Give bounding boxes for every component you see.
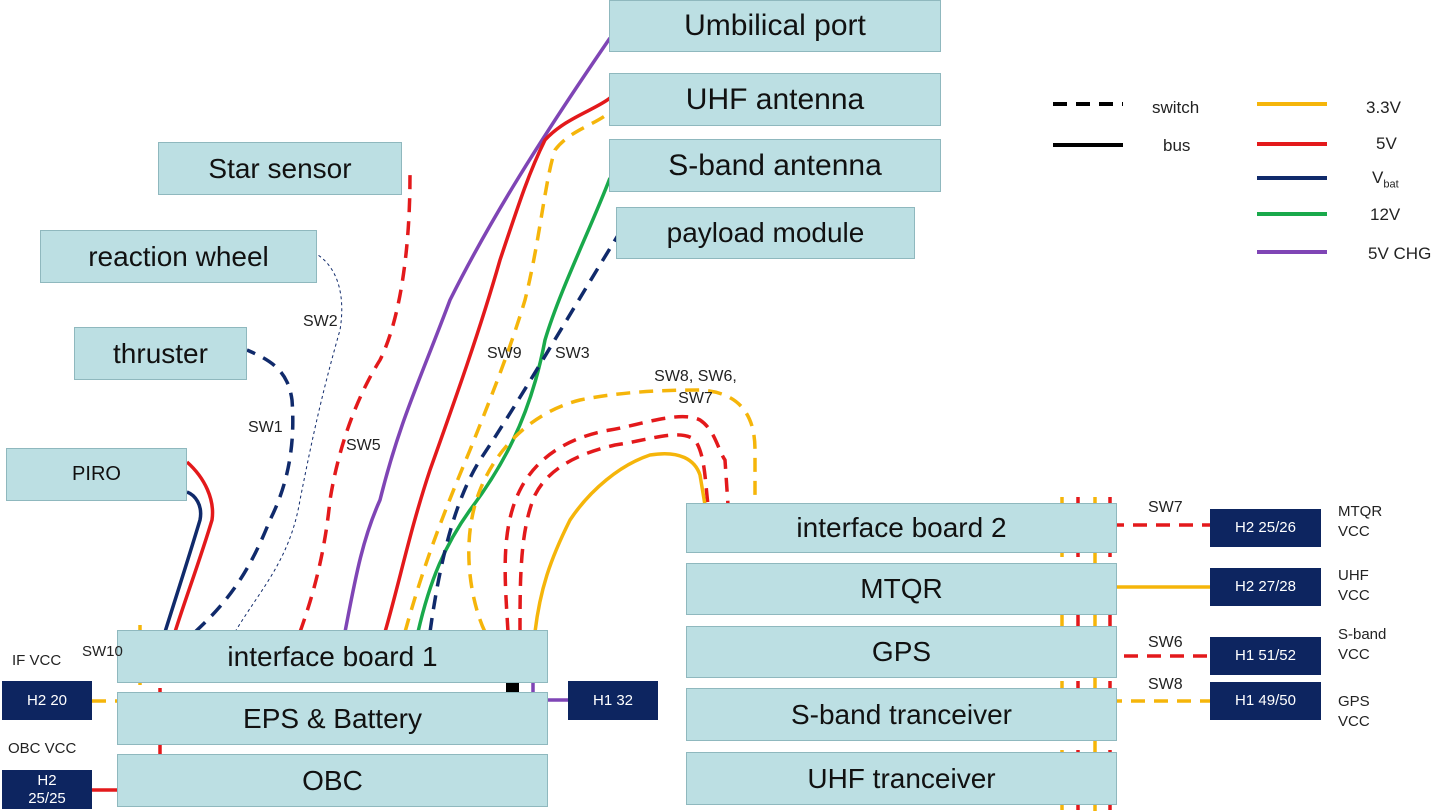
wire-5v-arch-1 (503, 414, 730, 633)
switch-label-sw9: SW9 (487, 345, 522, 362)
wire-vbat-thruster (193, 348, 295, 634)
label-sband-vcc: S-band VCC (1338, 626, 1387, 663)
header-h2-25-25: H2 25/25 (2, 770, 92, 809)
eps-battery-box: EPS & Battery (117, 692, 548, 745)
piro-box: PIRO (6, 448, 187, 501)
switch-label-sw8-sw6-sw7: SW8, SW6, SW7 (654, 368, 737, 407)
header-h1-49-50: H1 49/50 (1210, 682, 1321, 720)
legend-12v-label: 12V (1370, 205, 1401, 224)
label-if-vcc: IF VCC (12, 652, 62, 669)
switch-label-sw7: SW7 (1148, 499, 1183, 516)
wire-vbat-payload (428, 231, 622, 633)
wire-5v-uhf-antenna (383, 96, 612, 633)
switch-label-sw3: SW3 (555, 345, 590, 362)
legend-vbat-sub: bat (1383, 178, 1399, 191)
wire-5v-piro (173, 460, 215, 633)
label-obc-vcc: OBC VCC (8, 740, 77, 757)
header-h2-25-26: H2 25/26 (1210, 509, 1321, 547)
header-h2-27-28: H2 27/28 (1210, 568, 1321, 606)
switch-label-sw10: SW10 (82, 643, 123, 660)
thruster-box: thruster (74, 327, 247, 380)
header-h1-51-52: H1 51/52 (1210, 637, 1321, 675)
switch-label-sw8: SW8 (1148, 676, 1183, 693)
wire-5v-star-sensor (298, 170, 412, 633)
wire-vbat-piro (163, 490, 203, 633)
switch-label-sw5: SW5 (346, 437, 381, 454)
wire-5v-arch-2 (518, 433, 710, 633)
label-mtqr-vcc: MTQR VCC (1338, 503, 1383, 540)
label-gps-vcc: GPS VCC (1338, 693, 1370, 730)
payload-module-box: payload module (616, 207, 915, 259)
wire-thin-reaction-wheel (234, 254, 343, 633)
uhf-antenna-box: UHF antenna (609, 73, 941, 126)
legend-5vchg-label: 5V CHG (1368, 244, 1432, 263)
reaction-wheel-box: reaction wheel (40, 230, 317, 283)
legend-vbat-main: V (1372, 168, 1384, 187)
star-sensor-box: Star sensor (158, 142, 402, 195)
wire-3v3-arch-outer (467, 388, 757, 633)
wire-12v-sband-antenna (416, 177, 612, 633)
wire-3v3-uhf-antenna (403, 110, 612, 633)
legend-5v-label: 5V (1376, 134, 1397, 153)
legend-bus-label: bus (1163, 136, 1191, 155)
uhf-tranceiver-box: UHF tranceiver (686, 752, 1117, 805)
header-h1-32: H1 32 (568, 681, 658, 720)
umbilical-port-box: Umbilical port (609, 0, 941, 52)
interface-board-1-box: interface board 1 (117, 630, 548, 683)
legend-vbat-label: Vbat (1372, 168, 1399, 194)
interface-board-2-box: interface board 2 (686, 503, 1117, 553)
obc-box: OBC (117, 754, 548, 807)
wire-5v-chg-umbilical (343, 37, 612, 633)
label-uhf-vcc: UHF VCC (1338, 567, 1370, 604)
switch-label-sw6: SW6 (1148, 634, 1183, 651)
legend-3v3-label: 3.3V (1366, 98, 1401, 117)
wire-3v3-arch-inner (533, 452, 707, 633)
mtqr-box: MTQR (686, 563, 1117, 615)
switch-label-sw2: SW2 (303, 313, 338, 330)
header-h2-20: H2 20 (2, 681, 92, 720)
switch-label-sw1: SW1 (248, 419, 283, 436)
sband-tranceiver-box: S-band tranceiver (686, 688, 1117, 741)
sband-antenna-box: S-band antenna (609, 139, 941, 192)
gps-box: GPS (686, 626, 1117, 678)
legend-switch-label: switch (1152, 98, 1200, 117)
